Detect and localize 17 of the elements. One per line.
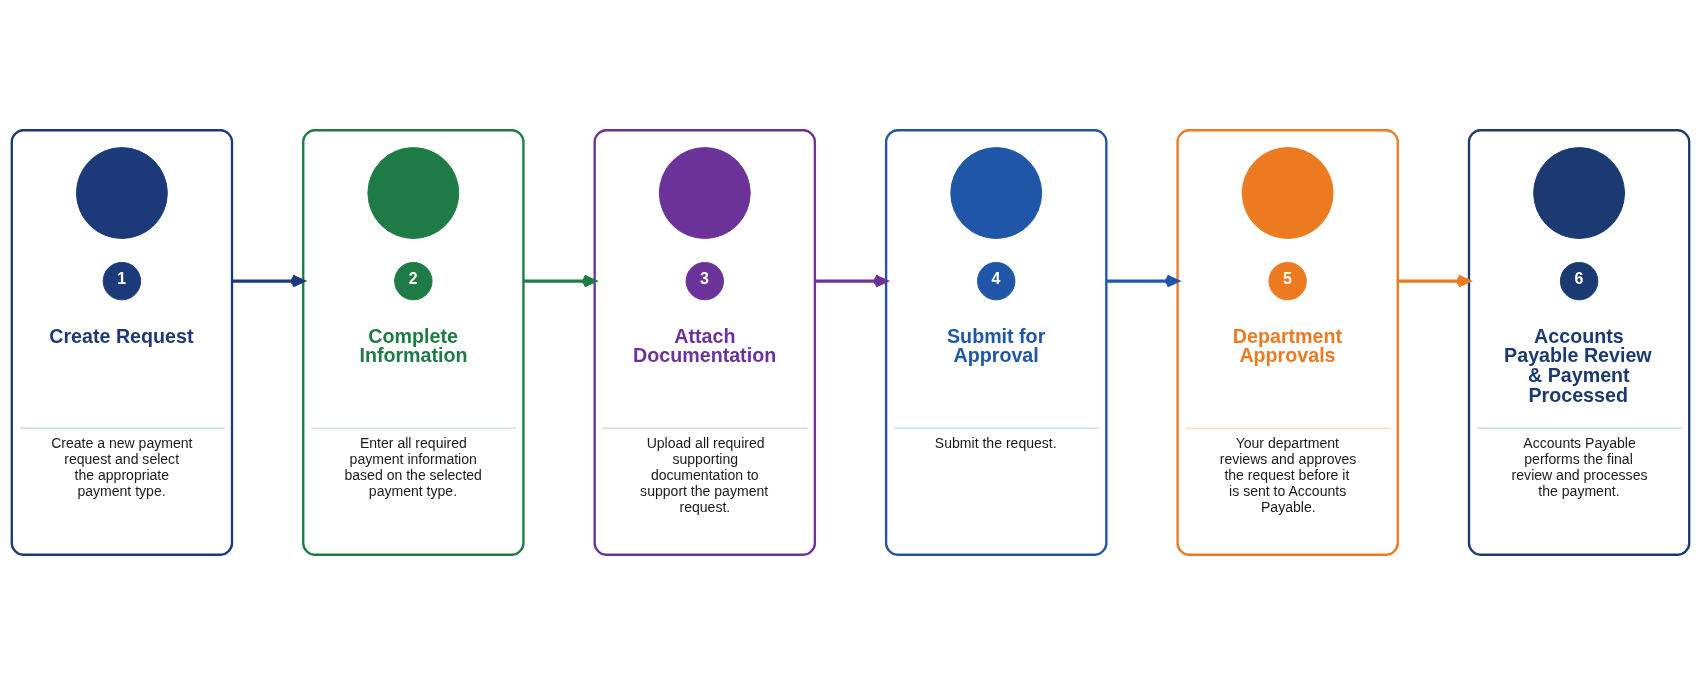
arrow [523,274,597,287]
node-circle [1533,146,1625,239]
arrow [1106,274,1180,287]
node-circle [367,146,460,239]
arrow [814,274,888,287]
arrow [232,274,305,287]
node-circle: 2 [394,261,433,300]
node-circle: 4 [977,261,1016,300]
node-circle [658,146,751,239]
node-circle [76,146,168,239]
node-circle: 5 [1268,261,1307,300]
arrow [1397,274,1471,287]
node-circle: 6 [1559,261,1599,300]
node-circle [1241,146,1334,239]
node-circle [950,146,1043,239]
node-circle: 1 [102,261,142,300]
node-circle: 3 [685,261,724,300]
